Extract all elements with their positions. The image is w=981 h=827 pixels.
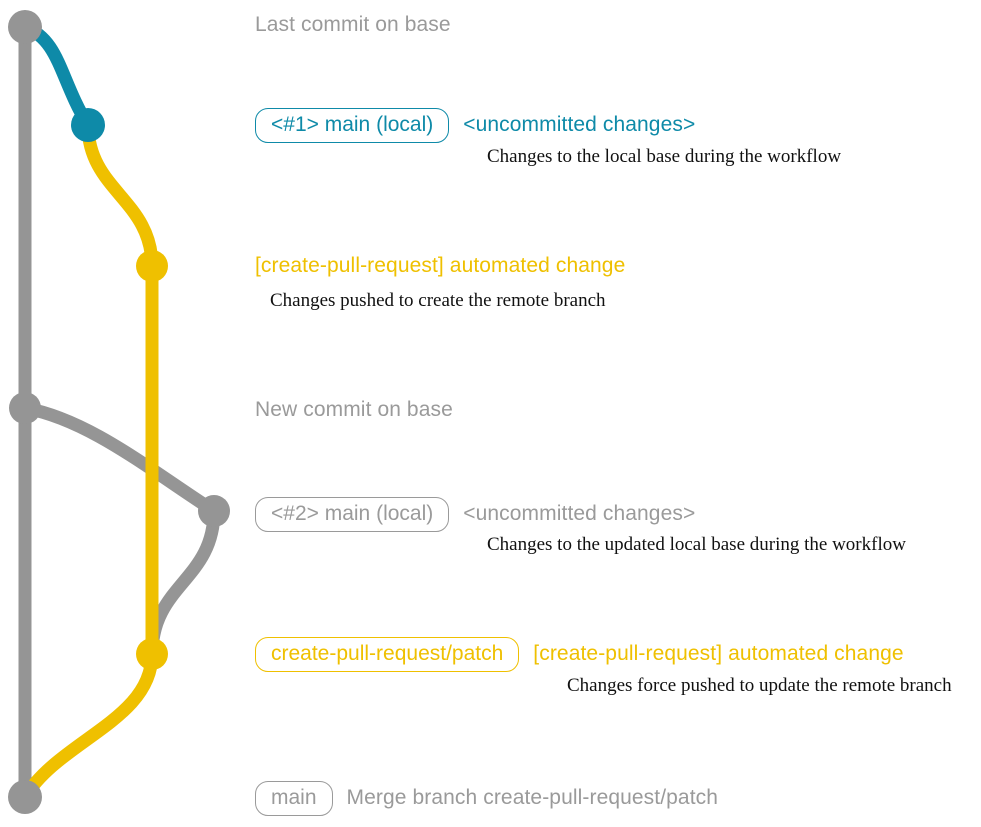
- commit-dots: [8, 10, 230, 814]
- local2-to-patch2-line: [145, 504, 221, 661]
- commit-description-automated-change-2: Changes force pushed to update the remot…: [567, 675, 952, 696]
- commit-subject: Last commit on base: [255, 13, 451, 36]
- branch-tag-main[interactable]: main: [255, 781, 333, 816]
- commit-dot-base-new: [9, 392, 41, 424]
- commit-subject: [create-pull-request] automated change: [533, 642, 904, 665]
- commit-description-local-uncommitted-1: Changes to the local base during the wor…: [487, 146, 842, 167]
- commit-row-merge-commit: main Merge branch create-pull-request/pa…: [255, 781, 718, 816]
- commit-subject: New commit on base: [255, 398, 453, 421]
- branch-tag-create-pull-request-patch[interactable]: create-pull-request/patch: [255, 637, 520, 672]
- commit-dot-patch-1: [136, 250, 168, 282]
- patch2-to-merge-line: [18, 647, 159, 804]
- branch-tag-main-local-1[interactable]: <#1> main (local): [255, 108, 450, 143]
- commit-row-automated-change-1: [create-pull-request] automated change: [255, 254, 625, 278]
- commit-dot-base-merge: [8, 780, 42, 814]
- base-to-local1-line: [18, 20, 95, 132]
- branch-tag-main-local-2[interactable]: <#2> main (local): [255, 497, 450, 532]
- local1-to-patch1-line: [81, 118, 159, 273]
- commit-subject: <uncommitted changes>: [463, 113, 696, 136]
- commit-description-automated-change-1: Changes pushed to create the remote bran…: [270, 290, 606, 311]
- base-to-local2-line: [18, 401, 221, 518]
- commit-dot-local-1: [71, 108, 105, 142]
- commit-row-automated-change-2: create-pull-request/patch [create-pull-r…: [255, 637, 904, 672]
- commit-description-local-uncommitted-2: Changes to the updated local base during…: [487, 534, 906, 555]
- commit-row-local-uncommitted-2: <#2> main (local) <uncommitted changes>: [255, 497, 695, 532]
- commit-dot-base-top: [8, 10, 42, 44]
- commit-dot-local-2: [198, 495, 230, 527]
- commit-subject: Merge branch create-pull-request/patch: [346, 786, 719, 809]
- commit-subject: [create-pull-request] automated change: [255, 254, 626, 277]
- commit-row-local-uncommitted-1: <#1> main (local) <uncommitted changes>: [255, 108, 695, 143]
- commit-row-new-commit-on-base: New commit on base: [255, 398, 453, 422]
- commit-row-last-commit-on-base: Last commit on base: [255, 13, 451, 37]
- commit-dot-patch-2: [136, 638, 168, 670]
- commit-subject: <uncommitted changes>: [463, 502, 696, 525]
